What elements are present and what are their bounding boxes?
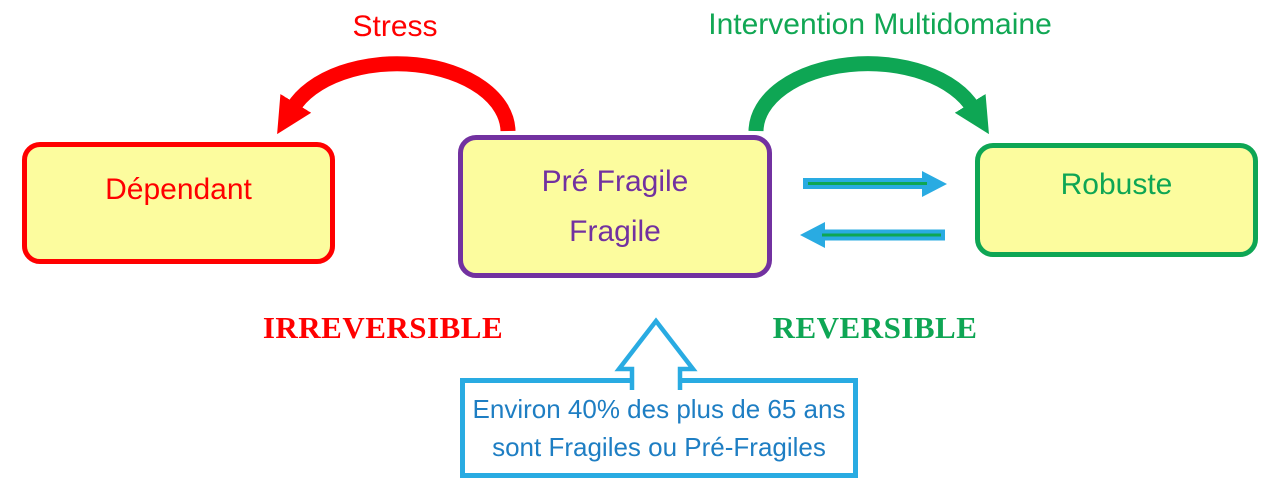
arrow-right-icon: [803, 171, 947, 197]
callout-line1: Environ 40% des plus de 65 ans: [472, 394, 846, 424]
box-pre-fragile: Pré Fragile Fragile: [458, 135, 772, 278]
intervention-multidomaine-label: Intervention Multidomaine: [708, 8, 1052, 41]
box-dependant: Dépendant: [22, 142, 335, 264]
box-pre-fragile-line2: Fragile: [569, 214, 661, 248]
intervention-curved-arrow-icon: [748, 56, 990, 135]
arrow-left-icon: [800, 222, 945, 248]
stress-label: Stress: [352, 10, 438, 43]
reversible-label: REVERSIBLE: [772, 310, 978, 345]
callout-box: Environ 40% des plus de 65 ans sont Frag…: [460, 378, 858, 478]
box-robuste: Robuste: [975, 143, 1258, 257]
callout-line2: sont Fragiles ou Pré-Fragiles: [492, 432, 826, 462]
box-robuste-label: Robuste: [1060, 168, 1173, 201]
irreversible-label: IRREVERSIBLE: [262, 310, 504, 345]
box-dependant-label: Dépendant: [105, 173, 252, 206]
stress-curved-arrow-icon: [277, 56, 516, 135]
box-pre-fragile-line1: Pré Fragile: [541, 164, 689, 198]
